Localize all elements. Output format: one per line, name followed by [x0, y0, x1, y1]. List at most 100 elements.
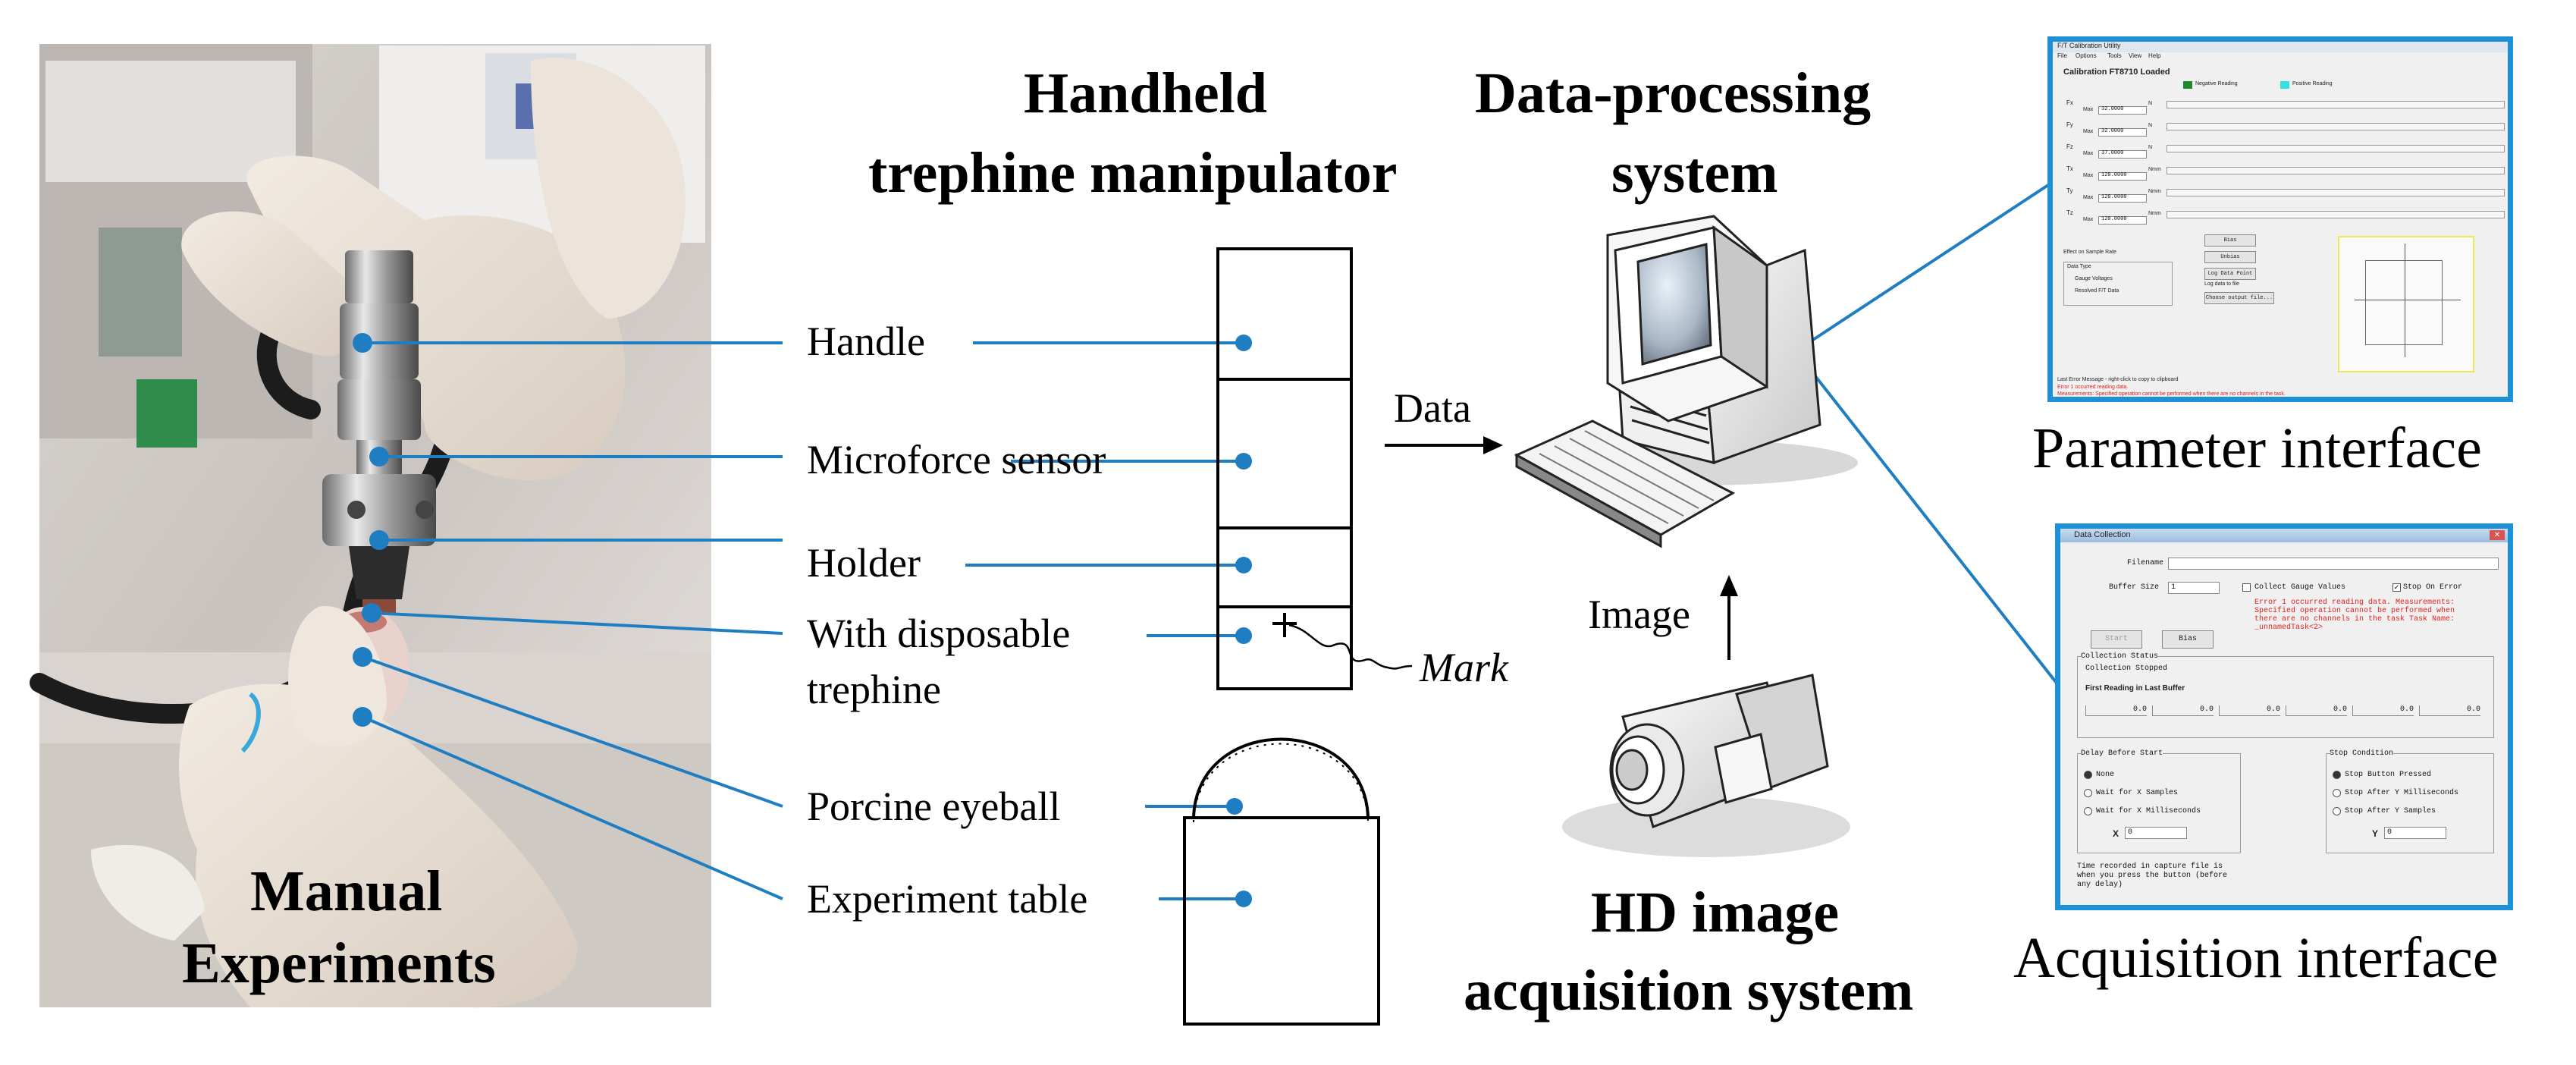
axis-max-label: Max [2083, 107, 2094, 112]
axis-name: Fx [2066, 99, 2073, 106]
axis-max-label: Max [2083, 173, 2094, 178]
start-button[interactable]: Start [2091, 630, 2142, 649]
axis-max-label: Max [2083, 217, 2094, 222]
x-input[interactable]: 0 [2125, 827, 2187, 839]
axis-max-input[interactable]: 120.0000 [2098, 194, 2147, 203]
collect-gauge-checkbox[interactable] [2242, 583, 2251, 592]
axis-max-input[interactable]: 32.0000 [2098, 128, 2147, 137]
acquisition-title-line2: acquisition system [1464, 959, 1914, 1023]
timing-note: Time recorded in capture file is when yo… [2077, 862, 2228, 889]
stop-option-button[interactable]: Stop Button Pressed [2345, 771, 2432, 779]
delay-option-samples[interactable]: Wait for X Samples [2096, 789, 2179, 797]
positive-legend-swatch [2280, 81, 2289, 89]
log-data-to-file-checkbox[interactable]: Log data to file [2204, 281, 2239, 287]
reading-cell: 0.0 [2152, 705, 2214, 716]
label-holder: Holder [807, 540, 921, 586]
acquisition-titlebar: Data Collection ✕ [2060, 529, 2508, 542]
axis-unit: N [2148, 101, 2153, 106]
stop-condition-group: Stop Condition Stop Button Pressed Stop … [2326, 749, 2494, 853]
image-flow-label: Image [1588, 592, 1690, 637]
axis-max-input[interactable]: 32.0000 [2098, 106, 2147, 115]
last-error-label: Last Error Message - right-click to copy… [2057, 377, 2179, 382]
axis-max-value: 120.0000 [2101, 216, 2127, 222]
acquisition-error-text: Error 1 occurred reading data. Measureme… [2254, 598, 2455, 632]
label-trephine-line1: With disposable [807, 611, 1071, 656]
data-type-resolved[interactable]: Resolved F/T Data [2075, 288, 2119, 294]
axis-max-value: 37.0000 [2101, 150, 2124, 156]
menu-file[interactable]: File [2057, 52, 2067, 59]
axis-max-input[interactable]: 37.0000 [2098, 150, 2147, 159]
collection-status-group: Collection Status Collection Stopped Fir… [2077, 652, 2494, 738]
axis-name: Tx [2066, 165, 2073, 172]
reading-cell: 0.0 [2286, 705, 2347, 716]
acquisition-interface-window: Data Collection ✕ Filename Buffer Size 1… [2055, 523, 2513, 910]
stop-group-label: Stop Condition [2330, 749, 2394, 758]
computer-icon [1514, 215, 1858, 548]
acquisition-title-line1: HD image [1591, 881, 1840, 944]
axis-name: Fz [2066, 143, 2073, 150]
menu-help[interactable]: Help [2148, 52, 2161, 59]
axis-bar [2167, 167, 2505, 174]
radio-stop-ms[interactable] [2333, 789, 2341, 797]
buffer-size-value: 1 [2171, 583, 2176, 592]
axis-unit: Nmm [2148, 167, 2161, 172]
stop-option-ms[interactable]: Stop After Y Milliseconds [2345, 789, 2459, 797]
axis-max-value: 32.0000 [2101, 128, 2124, 134]
unbias-button[interactable]: Unbias [2204, 251, 2256, 263]
menu-view[interactable]: View [2129, 52, 2142, 59]
axis-bar [2167, 123, 2505, 130]
data-type-label: Data Type [2067, 264, 2091, 269]
delay-option-ms[interactable]: Wait for X Milliseconds [2096, 807, 2201, 815]
radio-stop-button[interactable] [2333, 771, 2341, 779]
close-icon[interactable]: ✕ [2490, 530, 2505, 540]
radio-stop-samples[interactable] [2333, 807, 2341, 815]
axis-max-input[interactable]: 120.0000 [2098, 216, 2147, 225]
delay-group: Delay Before Start None Wait for X Sampl… [2077, 749, 2241, 853]
label-porcine-eyeball: Porcine eyeball [807, 784, 1061, 829]
filename-label: Filename [2127, 559, 2164, 567]
collection-status-value: Collection Stopped [2085, 664, 2168, 673]
radio-samples[interactable] [2084, 789, 2092, 797]
label-microforce-sensor: Microforce sensor [807, 437, 1106, 482]
axis-max-label: Max [2083, 195, 2094, 200]
axis-unit: Nmm [2148, 189, 2161, 194]
delay-option-none[interactable]: None [2096, 771, 2115, 779]
collect-gauge-label: Collect Gauge Values [2254, 583, 2346, 592]
menu-tools[interactable]: Tools [2107, 52, 2122, 59]
reading-cell: 0.0 [2352, 705, 2414, 716]
radio-none[interactable] [2084, 771, 2092, 779]
acquisition-interface-caption: Acquisition interface [2013, 926, 2499, 990]
manipulator-title-line1: Handheld [1024, 61, 1268, 125]
parameter-interface-window: F/T Calibration Utility File Options Too… [2047, 36, 2513, 402]
camera-icon [1562, 674, 1850, 857]
filename-input[interactable] [2168, 558, 2499, 570]
axis-max-input[interactable]: 120.0000 [2098, 172, 2147, 181]
radio-ms[interactable] [2084, 807, 2092, 815]
axis-bar [2167, 211, 2505, 218]
log-data-point-button[interactable]: Log Data Point [2204, 268, 2256, 280]
reading-cell: 0.0 [2085, 705, 2147, 716]
axis-name: Ty [2066, 187, 2073, 194]
data-type-gauge[interactable]: Gauge Voltages [2075, 276, 2113, 281]
bias-button[interactable]: Bias [2204, 234, 2256, 247]
axis-max-value: 32.0000 [2101, 106, 2124, 112]
x-label: X [2113, 828, 2119, 839]
axis-unit: N [2148, 145, 2153, 150]
buffer-size-label: Buffer Size [2109, 583, 2160, 592]
y-value: 0 [2387, 828, 2392, 837]
effect-label: Effect on Sample Rate [2063, 250, 2116, 255]
y-input[interactable]: 0 [2384, 827, 2446, 839]
y-label: Y [2372, 828, 2379, 839]
buffer-size-input[interactable]: 1 [2168, 582, 2220, 594]
label-trephine-line2: trephine [807, 667, 941, 712]
stop-on-error-label: Stop On Error [2403, 583, 2463, 592]
choose-output-file-button[interactable]: Choose output file... [2204, 292, 2274, 304]
delay-group-label: Delay Before Start [2081, 749, 2163, 758]
bias-button-acq[interactable]: Bias [2162, 630, 2214, 649]
stop-on-error-checkbox[interactable]: ✓ [2392, 583, 2401, 592]
menu-options[interactable]: Options [2076, 52, 2097, 59]
stop-option-samples[interactable]: Stop After Y Samples [2345, 807, 2436, 815]
processing-title-line2: system [1611, 141, 1778, 205]
reading-cell: 0.0 [2219, 705, 2280, 716]
